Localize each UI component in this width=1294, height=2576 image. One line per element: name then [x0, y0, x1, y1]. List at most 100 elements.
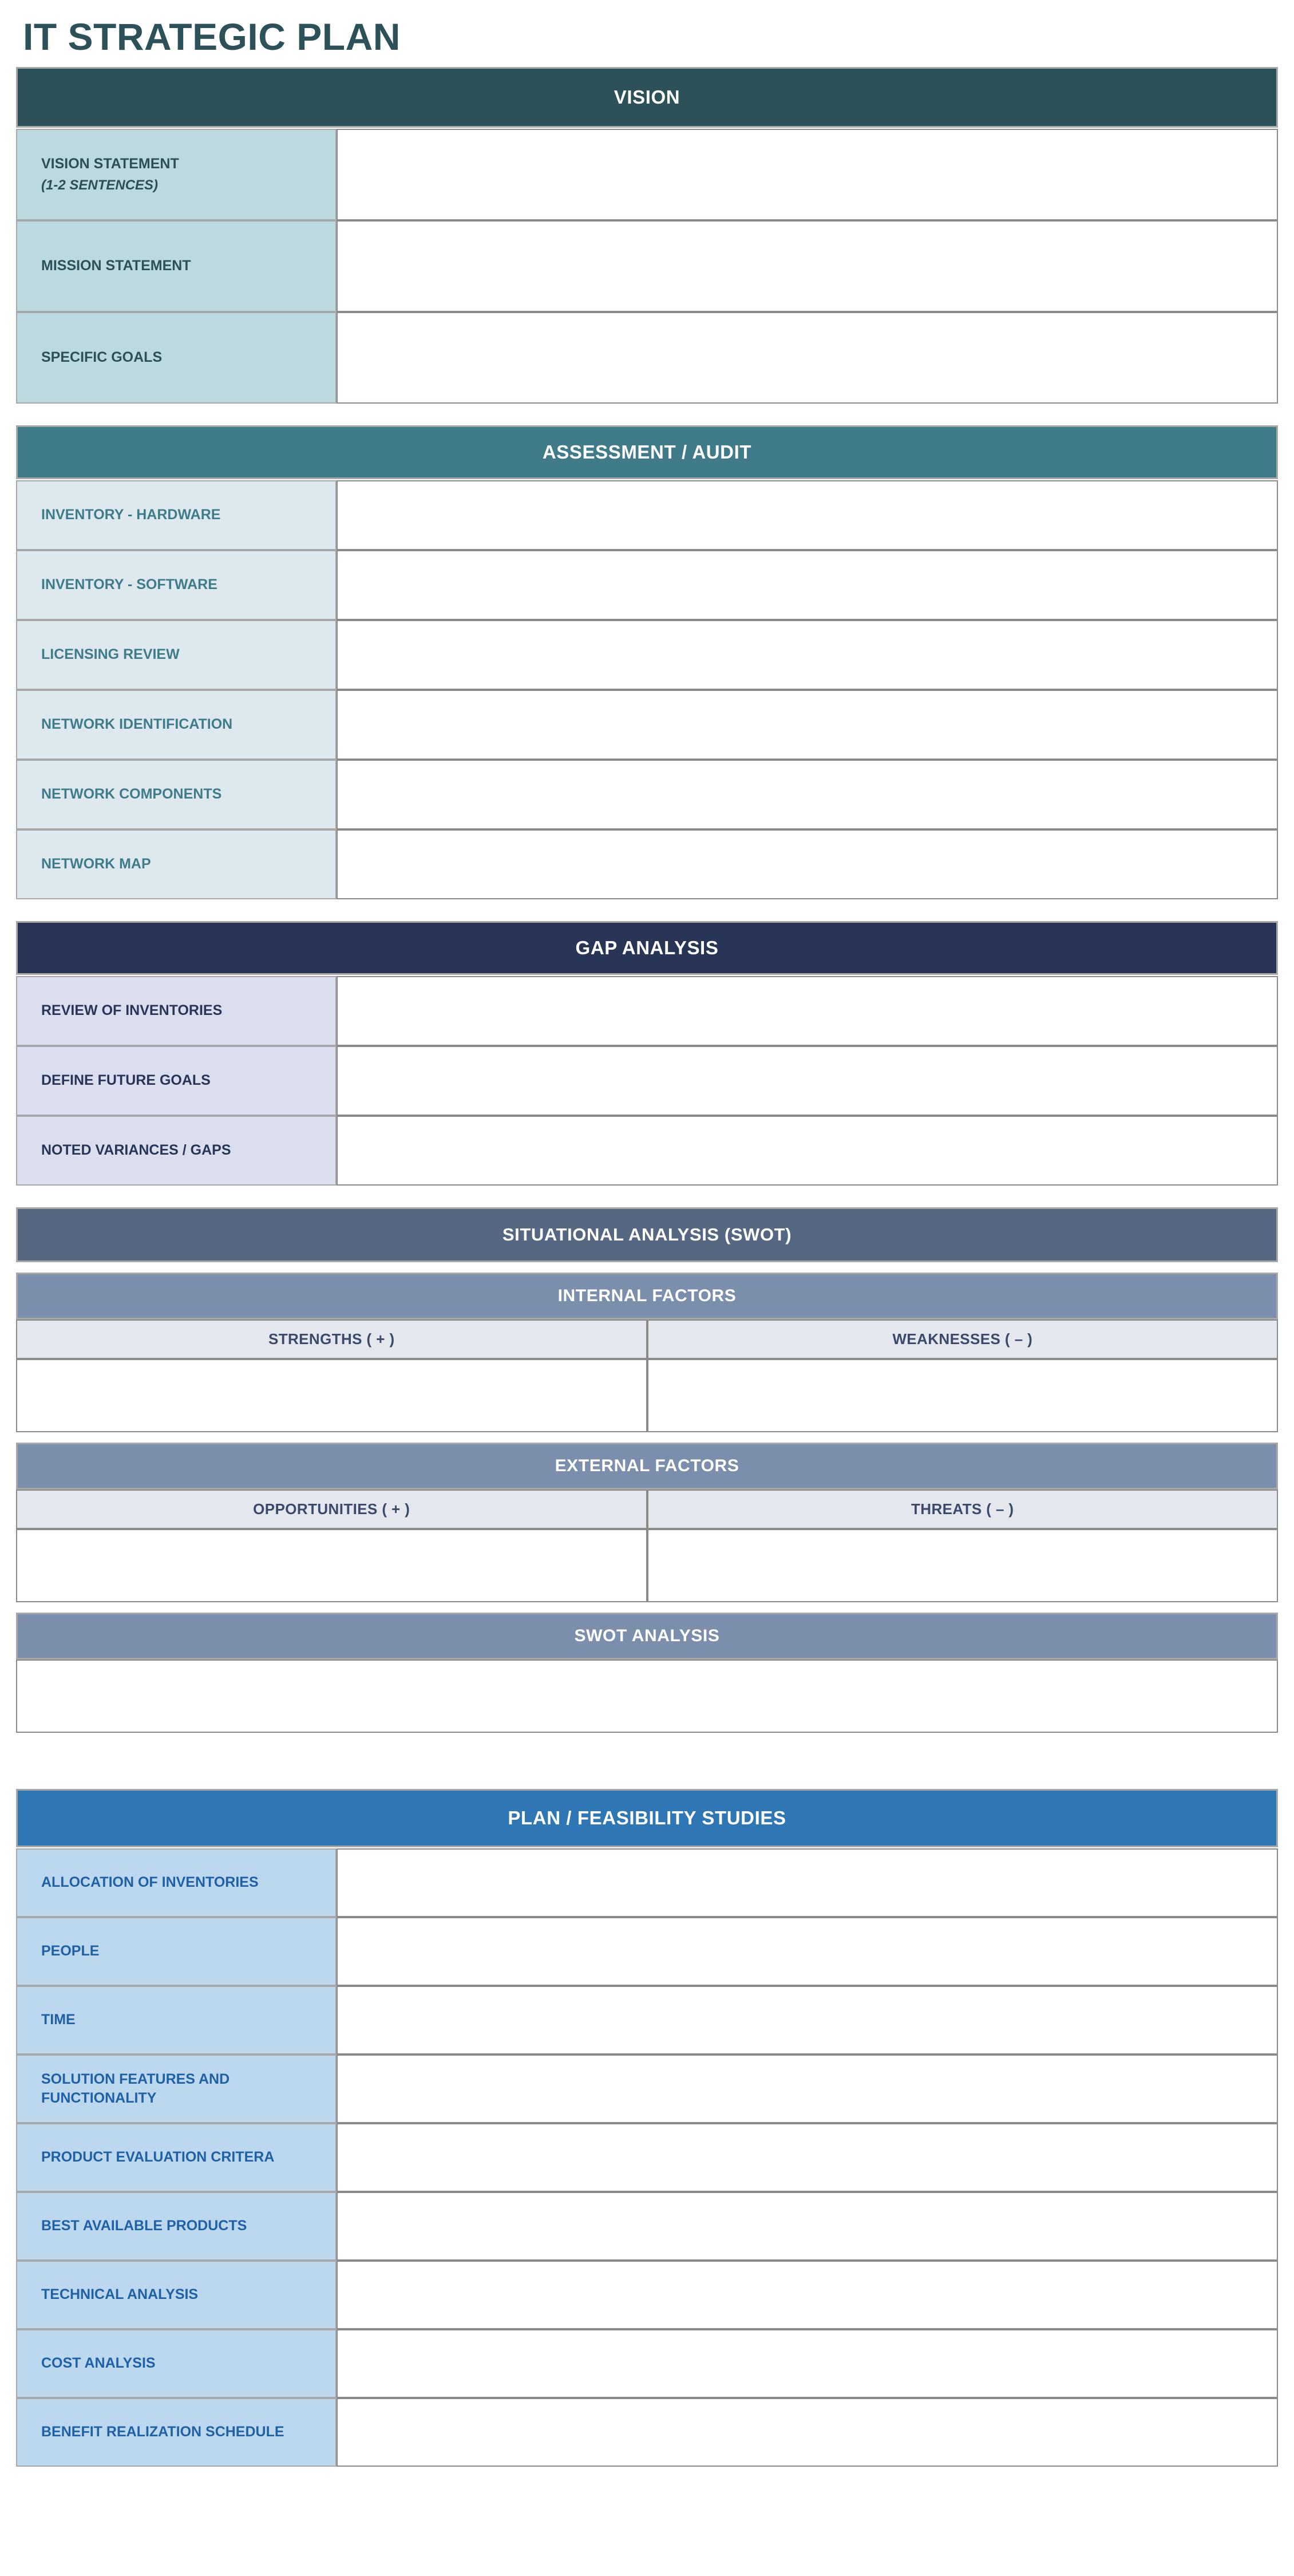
row-value-time[interactable]	[337, 1986, 1278, 2055]
gap-section-header: GAP ANALYSIS	[16, 921, 1278, 975]
table-row: INVENTORY - HARDWARE	[16, 480, 1278, 551]
table-row: REVIEW OF INVENTORIES	[16, 976, 1278, 1046]
table-row: NETWORK IDENTIFICATION	[16, 690, 1278, 760]
row-label-technical-analysis: TECHNICAL ANALYSIS	[16, 2261, 337, 2330]
row-value-people[interactable]	[337, 1917, 1278, 1986]
table-row: TIME	[16, 1986, 1278, 2055]
opportunities-value[interactable]	[16, 1529, 647, 1603]
threats-header: THREATS ( – )	[647, 1490, 1278, 1530]
row-value-solution-features-and-functionality[interactable]	[337, 2055, 1278, 2124]
gap-rows-table: REVIEW OF INVENTORIES DEFINE FUTURE GOAL…	[16, 976, 1278, 1186]
table-row: NETWORK MAP	[16, 829, 1278, 900]
row-value-cost-analysis[interactable]	[337, 2329, 1278, 2399]
table-row: MISSION STATEMENT	[16, 220, 1278, 313]
table-row: COST ANALYSIS	[16, 2329, 1278, 2399]
swot-analysis-value[interactable]	[16, 1660, 1278, 1733]
row-value-vision-statement[interactable]	[337, 129, 1278, 221]
row-label-vision-statement: VISION STATEMENT (1-2 SENTENCES)	[16, 129, 337, 221]
row-label-product-evaluation-critera: PRODUCT EVALUATION CRITERA	[16, 2123, 337, 2192]
section-assessment-audit: ASSESSMENT / AUDIT INVENTORY - HARDWARE …	[16, 425, 1278, 900]
table-row: NETWORK COMPONENTS	[16, 760, 1278, 830]
table-row: PEOPLE	[16, 1917, 1278, 1986]
row-label-inventory-software: INVENTORY - SOFTWARE	[16, 550, 337, 621]
label-note: (1-2 SENTENCES)	[41, 177, 159, 193]
row-value-allocation-of-inventories[interactable]	[337, 1848, 1278, 1918]
row-label-specific-goals: SPECIFIC GOALS	[16, 312, 337, 404]
external-factors-grid: OPPORTUNITIES ( + ) THREATS ( – )	[16, 1490, 1278, 1603]
row-label-noted-variances-gaps: NOTED VARIANCES / GAPS	[16, 1116, 337, 1186]
weaknesses-header: WEAKNESSES ( – )	[647, 1319, 1278, 1360]
row-value-specific-goals[interactable]	[337, 312, 1278, 404]
row-value-benefit-realization-schedule[interactable]	[337, 2398, 1278, 2467]
row-value-inventory-hardware[interactable]	[337, 480, 1278, 551]
table-row: STRENGTHS ( + ) WEAKNESSES ( – )	[16, 1319, 1278, 1360]
opportunities-header: OPPORTUNITIES ( + )	[16, 1490, 647, 1530]
row-value-product-evaluation-critera[interactable]	[337, 2123, 1278, 2192]
table-row: TECHNICAL ANALYSIS	[16, 2261, 1278, 2330]
swot-external-factors-block: EXTERNAL FACTORS OPPORTUNITIES ( + ) THR…	[16, 1443, 1278, 1603]
row-value-licensing-review[interactable]	[337, 620, 1278, 690]
row-label-define-future-goals: DEFINE FUTURE GOALS	[16, 1046, 337, 1116]
strengths-value[interactable]	[16, 1359, 647, 1433]
section-vision: VISION VISION STATEMENT (1-2 SENTENCES) …	[16, 67, 1278, 404]
table-row: SPECIFIC GOALS	[16, 312, 1278, 404]
row-value-best-available-products[interactable]	[337, 2192, 1278, 2261]
row-label-best-available-products: BEST AVAILABLE PRODUCTS	[16, 2192, 337, 2261]
internal-factors-header: INTERNAL FACTORS	[16, 1273, 1278, 1320]
assessment-rows-table: INVENTORY - HARDWARE INVENTORY - SOFTWAR…	[16, 480, 1278, 900]
table-row: BEST AVAILABLE PRODUCTS	[16, 2192, 1278, 2261]
assessment-section-header: ASSESSMENT / AUDIT	[16, 425, 1278, 480]
swot-analysis-summary-block: SWOT ANALYSIS	[16, 1613, 1278, 1733]
row-value-technical-analysis[interactable]	[337, 2261, 1278, 2330]
table-row: SOLUTION FEATURES AND FUNCTIONALITY	[16, 2055, 1278, 2124]
row-label-network-components: NETWORK COMPONENTS	[16, 760, 337, 830]
table-row: INVENTORY - SOFTWARE	[16, 550, 1278, 621]
weaknesses-value[interactable]	[647, 1359, 1278, 1433]
row-label-licensing-review: LICENSING REVIEW	[16, 620, 337, 690]
table-row: DEFINE FUTURE GOALS	[16, 1046, 1278, 1116]
row-value-network-identification[interactable]	[337, 690, 1278, 760]
plan-section-header: PLAN / FEASIBILITY STUDIES	[16, 1789, 1278, 1848]
row-label-inventory-hardware: INVENTORY - HARDWARE	[16, 480, 337, 551]
table-row: OPPORTUNITIES ( + ) THREATS ( – )	[16, 1490, 1278, 1530]
row-label-people: PEOPLE	[16, 1917, 337, 1986]
row-label-time: TIME	[16, 1986, 337, 2055]
row-label-mission-statement: MISSION STATEMENT	[16, 220, 337, 313]
section-situational-analysis-swot: SITUATIONAL ANALYSIS (SWOT) INTERNAL FAC…	[16, 1207, 1278, 1733]
swot-analysis-header: SWOT ANALYSIS	[16, 1613, 1278, 1660]
row-value-review-of-inventories[interactable]	[337, 976, 1278, 1046]
swot-internal-factors-block: INTERNAL FACTORS STRENGTHS ( + ) WEAKNES…	[16, 1273, 1278, 1433]
row-label-network-identification: NETWORK IDENTIFICATION	[16, 690, 337, 760]
table-row: ALLOCATION OF INVENTORIES	[16, 1848, 1278, 1918]
section-plan-feasibility-studies: PLAN / FEASIBILITY STUDIES ALLOCATION OF…	[16, 1789, 1278, 2467]
table-row	[16, 1529, 1278, 1603]
strengths-header: STRENGTHS ( + )	[16, 1319, 647, 1360]
row-label-solution-features-and-functionality: SOLUTION FEATURES AND FUNCTIONALITY	[16, 2055, 337, 2124]
vision-section-header: VISION	[16, 67, 1278, 128]
row-label-network-map: NETWORK MAP	[16, 829, 337, 900]
row-value-network-components[interactable]	[337, 760, 1278, 830]
table-row	[16, 1359, 1278, 1433]
table-row: NOTED VARIANCES / GAPS	[16, 1116, 1278, 1186]
row-value-inventory-software[interactable]	[337, 550, 1278, 621]
section-spacer	[16, 1755, 1278, 1789]
label-text: VISION STATEMENT	[41, 156, 179, 172]
row-value-define-future-goals[interactable]	[337, 1046, 1278, 1116]
table-row: PRODUCT EVALUATION CRITERA	[16, 2123, 1278, 2192]
row-value-mission-statement[interactable]	[337, 220, 1278, 313]
row-value-network-map[interactable]	[337, 829, 1278, 900]
vision-rows-table: VISION STATEMENT (1-2 SENTENCES) MISSION…	[16, 129, 1278, 404]
threats-value[interactable]	[647, 1529, 1278, 1603]
table-row: VISION STATEMENT (1-2 SENTENCES)	[16, 129, 1278, 221]
row-label-benefit-realization-schedule: BENEFIT REALIZATION SCHEDULE	[16, 2398, 337, 2467]
row-label-review-of-inventories: REVIEW OF INVENTORIES	[16, 976, 337, 1046]
row-label-cost-analysis: COST ANALYSIS	[16, 2329, 337, 2399]
section-gap-analysis: GAP ANALYSIS REVIEW OF INVENTORIES DEFIN…	[16, 921, 1278, 1186]
swot-section-header: SITUATIONAL ANALYSIS (SWOT)	[16, 1207, 1278, 1263]
table-row: LICENSING REVIEW	[16, 620, 1278, 690]
page-title: IT STRATEGIC PLAN	[23, 15, 401, 58]
row-value-noted-variances-gaps[interactable]	[337, 1116, 1278, 1186]
row-label-allocation-of-inventories: ALLOCATION OF INVENTORIES	[16, 1848, 337, 1918]
internal-factors-grid: STRENGTHS ( + ) WEAKNESSES ( – )	[16, 1319, 1278, 1433]
